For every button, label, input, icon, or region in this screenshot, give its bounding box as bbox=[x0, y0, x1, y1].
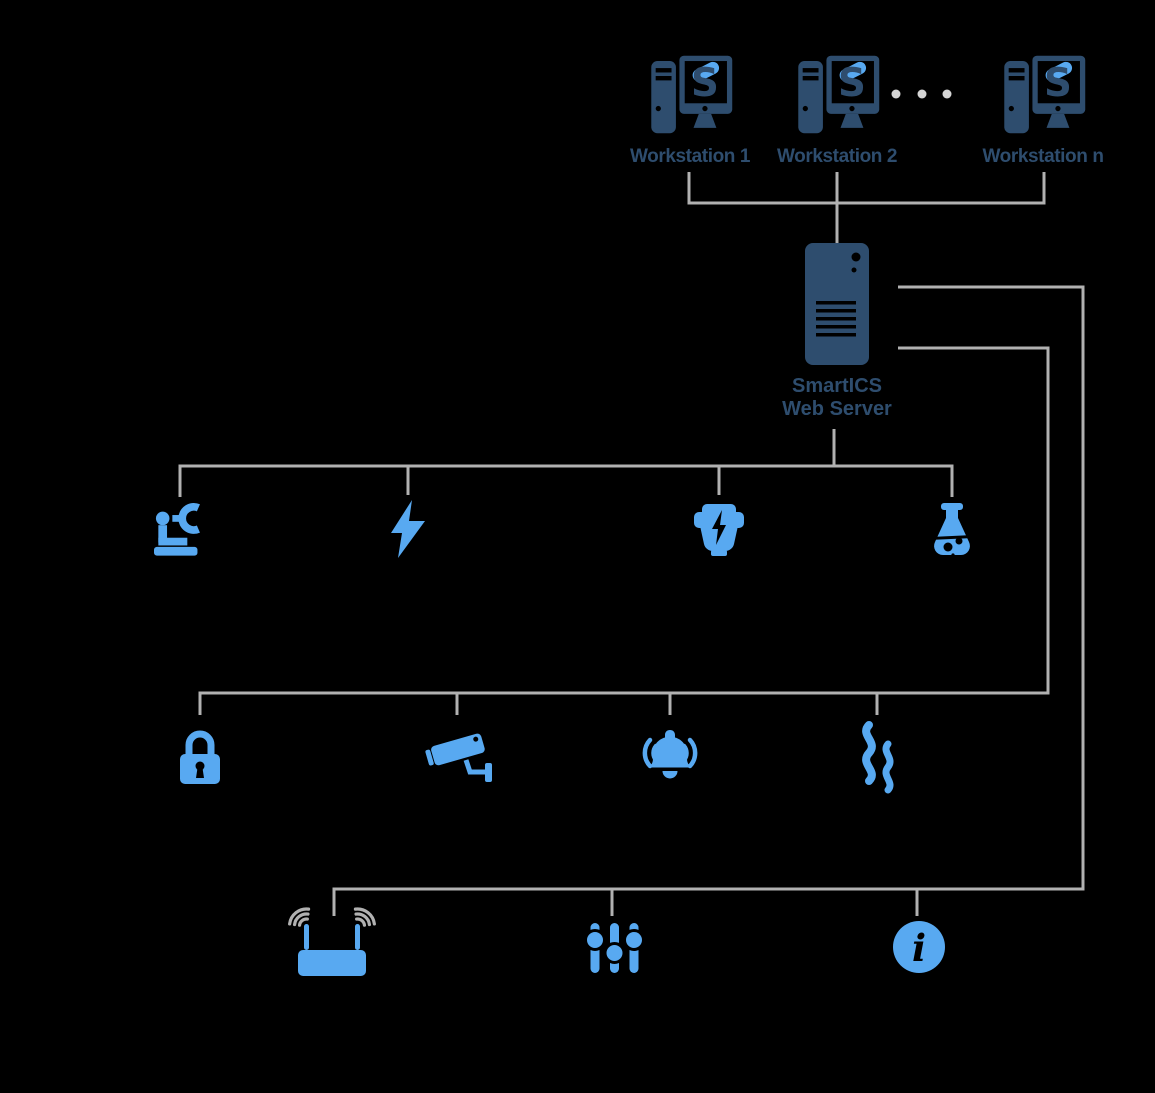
server-label-line2: Web Server bbox=[782, 398, 892, 420]
workstation-n-label: Workstation n bbox=[982, 146, 1104, 167]
workstation-2-label: Workstation 2 bbox=[776, 146, 898, 167]
steam-icon bbox=[854, 720, 900, 794]
alarm-bell-icon bbox=[636, 726, 704, 784]
lightning-bolt-icon bbox=[391, 500, 425, 558]
level-sliders-icon bbox=[584, 921, 645, 975]
workstation-n-icon: S bbox=[999, 54, 1087, 142]
svg-text:S: S bbox=[1044, 61, 1072, 106]
workstation-1-icon: S bbox=[646, 54, 734, 142]
workstation-1-label: Workstation 1 bbox=[629, 146, 751, 167]
padlock-icon bbox=[176, 727, 224, 787]
robot-arm-icon bbox=[154, 502, 210, 558]
svg-text:S: S bbox=[838, 61, 866, 106]
wifi-router-icon bbox=[284, 907, 380, 978]
svg-text:S: S bbox=[691, 61, 719, 106]
workstation-2-icon: S bbox=[793, 54, 881, 142]
info-icon: i bbox=[892, 920, 946, 974]
ellipsis-dots bbox=[891, 89, 952, 99]
chemical-flask-icon bbox=[926, 503, 978, 559]
generator-icon bbox=[691, 500, 747, 560]
server-label: SmartICS Web Server bbox=[782, 375, 892, 421]
svg-text:i: i bbox=[912, 926, 926, 970]
server-label-line1: SmartICS bbox=[791, 375, 883, 397]
cctv-camera-icon bbox=[425, 728, 498, 786]
server-icon bbox=[805, 243, 869, 365]
